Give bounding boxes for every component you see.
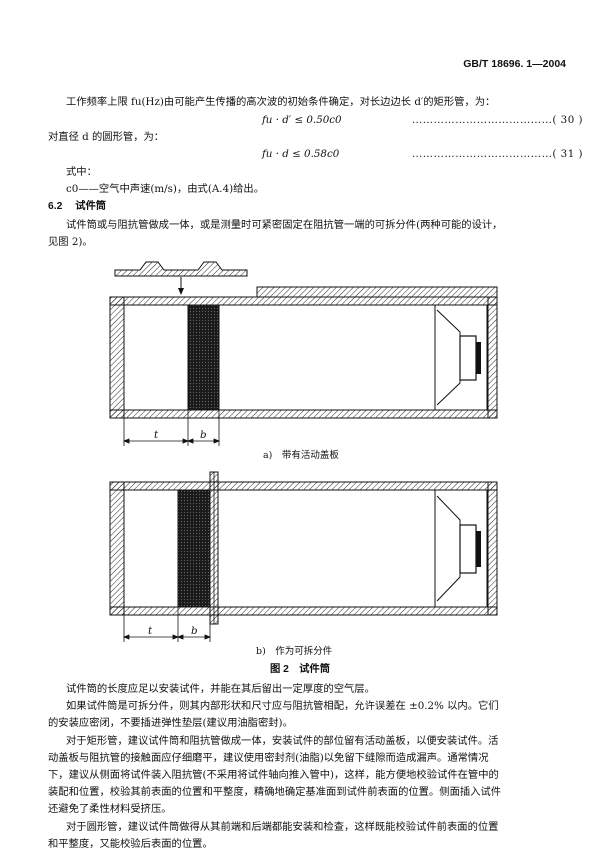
- test-specimen: [187, 304, 220, 411]
- tube-top-wall-thick: [256, 286, 498, 298]
- paragraph-2-line-2: 的安装应密闭，不要插进弹性垫层(建议用油脂密封)。: [48, 717, 293, 729]
- rigid-backing-b: [109, 481, 125, 616]
- section-paragraph-line-1: 试件筒或与阻抗管做成一体，或是测量时可紧密固定在阻抗管一端的可拆分件(两种可能的…: [66, 219, 503, 231]
- paragraph-3-line-5: 还避免了柔性材料受挤压。: [48, 803, 172, 815]
- standard-number: GB/T 18696. 1—2004: [463, 58, 566, 70]
- dimension-lines-b: [122, 607, 212, 642]
- paragraph-4-line-1: 对于圆形管，建议试件筒做得从其前端和后端都能安装和检查，这样既能校验试件前表面的…: [66, 821, 499, 833]
- caption-a: a) 带有活动盖板: [263, 450, 339, 461]
- section-heading: 6.2 试件筒: [48, 199, 106, 215]
- paragraph-2-line-1: 如果试件筒是可拆分件，则其内部形状和尺寸应与阻抗管相配，允许误差在 ±0.2% …: [66, 700, 499, 712]
- section-number: 6.2: [48, 201, 63, 212]
- equation-30: fu · d′ ≤ 0.50c0: [262, 114, 342, 126]
- caption-b: b) 作为可拆分件: [256, 646, 333, 657]
- tube-bottom-wall-b: [109, 606, 498, 616]
- section-title: 试件筒: [75, 201, 107, 212]
- loudspeaker-icon: [436, 309, 481, 406]
- tube-top-wall: [109, 296, 498, 306]
- section-paragraph-line-2: 见图 2)。: [48, 236, 93, 248]
- dimension-lines-a: [122, 410, 221, 446]
- dimension-label-b-b: b: [191, 625, 198, 637]
- test-specimen-b: [177, 489, 211, 608]
- paragraph-3-line-4: 装配和位置，校验其前表面的位置和平整度，精确地确定基准面到试件前表面的位置。侧面…: [48, 786, 502, 798]
- rigid-backing: [109, 296, 125, 419]
- paragraph-4-line-2: 和平整度，又能校验后表面的位置。: [48, 838, 213, 850]
- paragraph-3-line-2: 动盖板与阻抗管的接触面应仔细磨平，建议使用密封剂(油脂)以免留下缝隙而造成漏声。…: [48, 752, 489, 764]
- loudspeaker-icon-b: [436, 495, 481, 602]
- equation-31: fu · d ≤ 0.58c0: [262, 148, 340, 160]
- diagram-b: [109, 471, 498, 642]
- figure-title: 图 2 试件筒: [269, 664, 331, 675]
- insertion-arrow: [178, 277, 184, 295]
- intro-line-1: 工作频率上限 fu(Hz)由可能产生传播的高次波的初始条件确定，对长边边长 d′…: [66, 96, 496, 108]
- c0-definition: c0——空气中声速(m/s)，由式(A.4)给出。: [66, 183, 265, 195]
- paragraph-3-line-3: 下，建议从侧面将试件装入阻抗管(不采用将试件轴向推入管中)，这样，能方便地校验试…: [48, 769, 499, 781]
- equation-31-number: …………………………………( 31 ): [412, 148, 584, 160]
- where-label: 式中：: [66, 166, 97, 178]
- tube-bottom-wall: [109, 409, 498, 419]
- dimension-label-b-a: b: [200, 429, 207, 441]
- paragraph-3-line-1: 对于矩形管，建议试件筒和阻抗管做成一体，安装试件的部位留有活动盖板，以便安装试件…: [66, 735, 499, 747]
- end-cap-b: [487, 481, 498, 616]
- removable-cover-plate: [114, 261, 248, 277]
- dimension-label-t-a: t: [154, 429, 159, 441]
- tube-top-wall-b: [109, 481, 498, 491]
- equation-30-number: …………………………………( 30 ): [412, 114, 584, 126]
- diagram-a: [109, 261, 498, 446]
- figure-2-diagrams: [109, 261, 498, 642]
- intro-line-2: 对直径 d 的圆形管，为：: [48, 131, 165, 143]
- paragraph-1: 试件筒的长度应足以安装试件，并能在其后留出一定厚度的空气层。: [66, 683, 375, 695]
- dimension-label-t-b: t: [148, 625, 153, 637]
- end-cap: [487, 296, 498, 419]
